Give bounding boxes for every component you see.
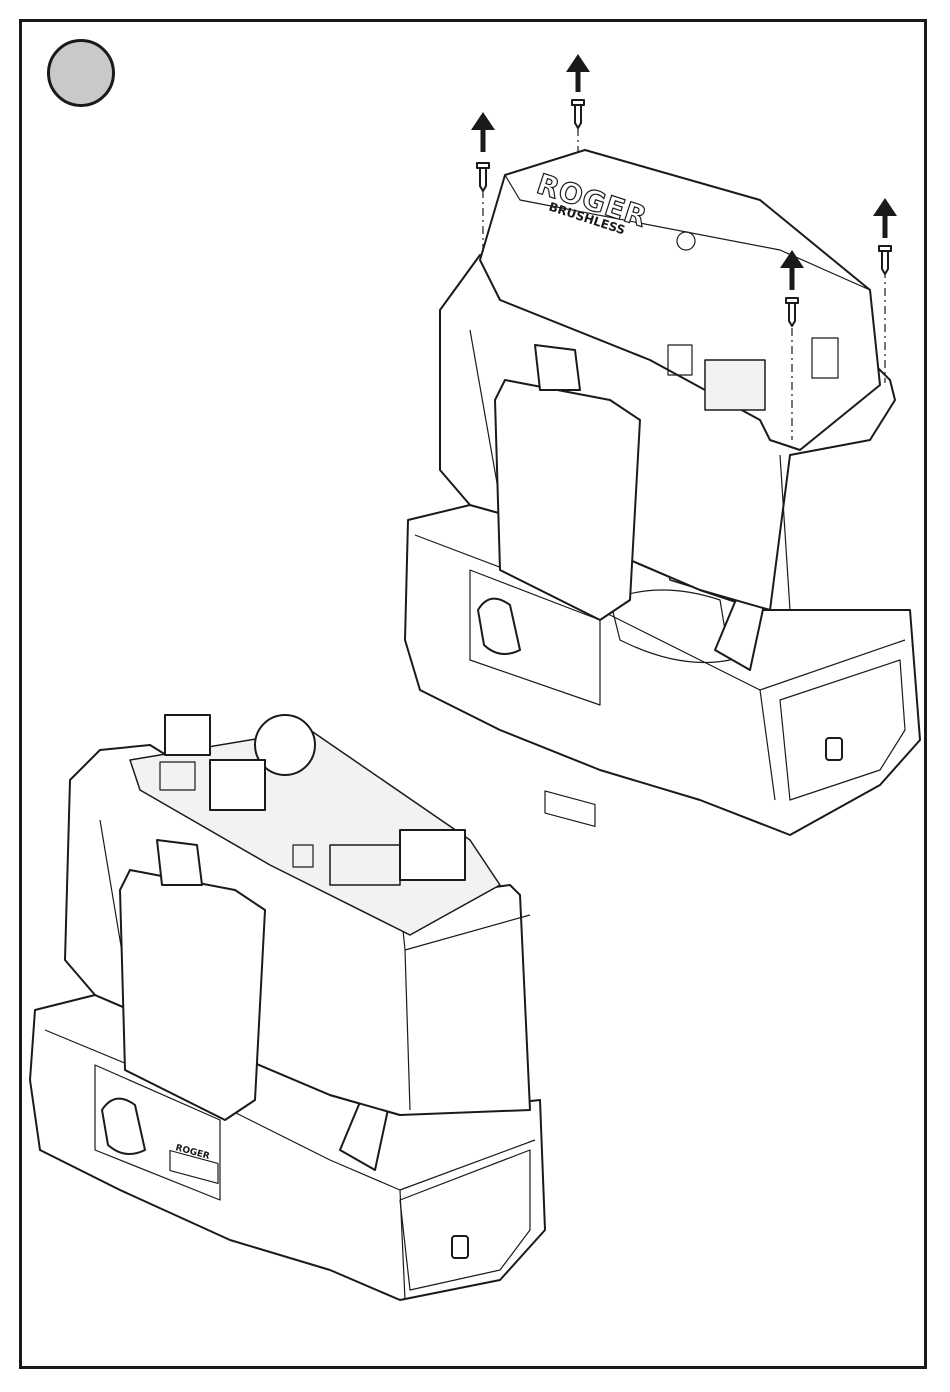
limit-switch <box>826 738 842 760</box>
plug-in-module <box>400 830 465 880</box>
transformer <box>210 760 265 810</box>
limit-switch <box>452 1236 468 1258</box>
arrow-up-icon <box>873 198 897 216</box>
screw-icon <box>572 100 584 128</box>
arrow-up-icon <box>471 112 495 130</box>
battery-connector <box>157 840 202 885</box>
screw-icon <box>879 246 891 274</box>
terminal-block <box>165 715 210 755</box>
motor-unit-with-cover: ROGER BRUSHLESS <box>405 150 920 835</box>
arrow-up-icon <box>566 54 590 72</box>
battery-connector <box>535 345 580 390</box>
base-label <box>545 791 595 826</box>
screw-icon <box>477 163 489 191</box>
motor-unit-open: ROGER <box>30 715 545 1300</box>
terminal-strip <box>330 845 400 885</box>
